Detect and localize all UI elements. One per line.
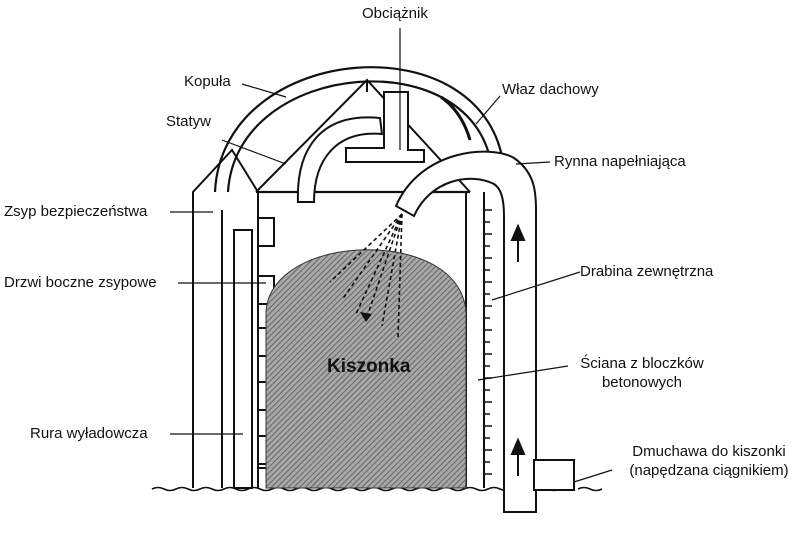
airflow-arrows	[510, 223, 526, 476]
weight	[345, 91, 425, 163]
label-blower: Dmuchawa do kiszonki (napędzana ciągniki…	[614, 442, 804, 480]
label-silage: Kiszonka	[327, 356, 411, 377]
silage-spray	[329, 213, 403, 339]
discharge-pipe	[233, 229, 253, 489]
label-external-ladder: Drabina zewnętrzna	[580, 263, 714, 280]
label-safety-chute: Zsyp bezpieczeństwa	[4, 203, 148, 220]
leader-lines	[170, 28, 613, 483]
dome	[213, 66, 506, 194]
label-discharge-pipe: Rura wyładowcza	[30, 425, 148, 442]
label-tripod: Statyw	[166, 113, 212, 130]
label-concrete-wall-line2: betonowych	[601, 374, 683, 391]
label-side-doors: Drzwi boczne zsypowe	[4, 274, 157, 291]
label-blower-line1: Dmuchawa do kiszonki	[632, 443, 786, 460]
label-dome: Kopuła	[184, 73, 231, 90]
roof-truss	[255, 78, 471, 193]
label-weight: Obciążnik	[362, 5, 428, 22]
label-blower-line2: (napędzana ciągnikiem)	[629, 462, 789, 479]
label-roof-hatch: Właz dachowy	[502, 81, 599, 98]
external-ladder	[483, 200, 492, 488]
filling-pipe	[394, 150, 575, 513]
ground	[151, 486, 603, 492]
label-concrete-wall: Ściana z bloczków betonowych	[570, 354, 714, 392]
spray-arrowheads	[360, 312, 372, 322]
label-filling-pipe: Rynna napełniająca	[554, 153, 686, 170]
silage-mass	[265, 249, 467, 489]
label-concrete-wall-line1: Ściana z bloczków	[580, 355, 704, 372]
tripod	[296, 116, 384, 203]
roof-hatch	[440, 95, 472, 141]
